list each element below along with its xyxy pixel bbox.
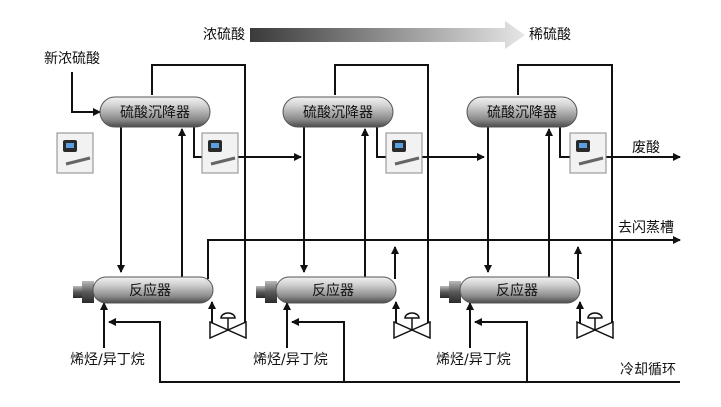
cooling-branch-3 xyxy=(474,318,528,382)
settler-label: 硫酸沉降器 xyxy=(303,105,373,121)
settler-label: 硫酸沉降器 xyxy=(487,105,557,121)
reactor-label: 反应器 xyxy=(496,282,538,299)
concentrated-acid-label: 浓硫酸 xyxy=(203,27,245,43)
gradient-arrow-icon xyxy=(250,21,525,49)
instrument-icon xyxy=(569,132,607,174)
cooling-loop-line xyxy=(108,318,680,383)
instrument-icon xyxy=(385,132,423,174)
waste-acid-outlet xyxy=(559,126,681,161)
reactor-label: 反应器 xyxy=(129,282,171,299)
acid-settler-3: 硫酸沉降器 xyxy=(466,96,578,128)
flash-tank-label: 去闪蒸槽 xyxy=(618,220,674,236)
cooling-loop-label: 冷却循环 xyxy=(620,362,676,378)
flash-tank-header xyxy=(207,236,681,279)
acid-settler-2: 硫酸沉降器 xyxy=(282,96,394,128)
fresh-acid-label: 新浓硫酸 xyxy=(44,51,100,67)
reactor-2: 反应器 xyxy=(256,276,397,304)
waste-acid-label: 废酸 xyxy=(632,140,660,156)
control-valve-icon xyxy=(576,312,614,340)
acid-transfer-2-3 xyxy=(376,126,485,161)
reactor-3: 反应器 xyxy=(440,276,581,304)
reactor-1: 反应器 xyxy=(73,276,214,304)
settler-label: 硫酸沉降器 xyxy=(120,105,190,121)
control-valve-icon xyxy=(209,312,247,340)
cooling-branch-2 xyxy=(291,318,345,382)
feed-label: 烯烃/异丁烷 xyxy=(70,352,145,368)
feed-label: 烯烃/异丁烷 xyxy=(253,352,328,368)
dilute-acid-label: 稀硫酸 xyxy=(529,27,571,43)
control-valve-icon xyxy=(393,312,431,340)
feed-label: 烯烃/异丁烷 xyxy=(436,352,511,368)
reactor-label: 反应器 xyxy=(312,282,354,299)
fresh-acid-line xyxy=(71,72,101,116)
acid-settler-1: 硫酸沉降器 xyxy=(99,96,211,128)
acid-transfer-1-2 xyxy=(193,126,302,161)
acid-concentration-flow-indicator: 浓硫酸 稀硫酸 xyxy=(203,21,571,49)
instrument-icon xyxy=(56,132,94,174)
instrument-icon xyxy=(201,132,239,174)
